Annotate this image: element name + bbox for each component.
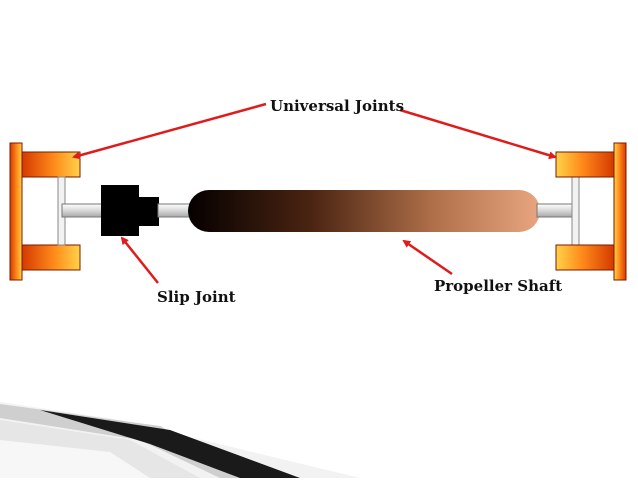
right-cross-pin bbox=[571, 176, 580, 246]
slip-joint bbox=[101, 185, 159, 236]
label-universal-joints: Universal Joints bbox=[270, 97, 405, 115]
decorative-corner-swoosh bbox=[0, 402, 360, 478]
splined-shaft bbox=[157, 203, 193, 218]
right-flange bbox=[613, 142, 627, 281]
arrow-to-left-universal-joint bbox=[72, 102, 267, 160]
right-yoke-bottom bbox=[555, 244, 615, 271]
arrow-to-right-universal-joint bbox=[399, 108, 557, 160]
left-yoke-top bbox=[21, 151, 81, 178]
arrow-to-propeller-shaft bbox=[402, 239, 453, 276]
right-yoke-top bbox=[555, 151, 615, 178]
left-stub-shaft bbox=[61, 203, 105, 218]
propeller-shaft-tube bbox=[188, 190, 540, 232]
arrow-to-slip-joint bbox=[120, 236, 159, 284]
left-yoke-bottom bbox=[21, 244, 81, 271]
label-propeller-shaft: Propeller Shaft bbox=[434, 277, 563, 295]
slip-joint-body bbox=[101, 185, 139, 236]
left-flange bbox=[9, 142, 23, 281]
right-universal-joint bbox=[555, 142, 627, 281]
slip-joint-collar bbox=[137, 197, 159, 226]
label-slip-joint: Slip Joint bbox=[157, 288, 236, 306]
